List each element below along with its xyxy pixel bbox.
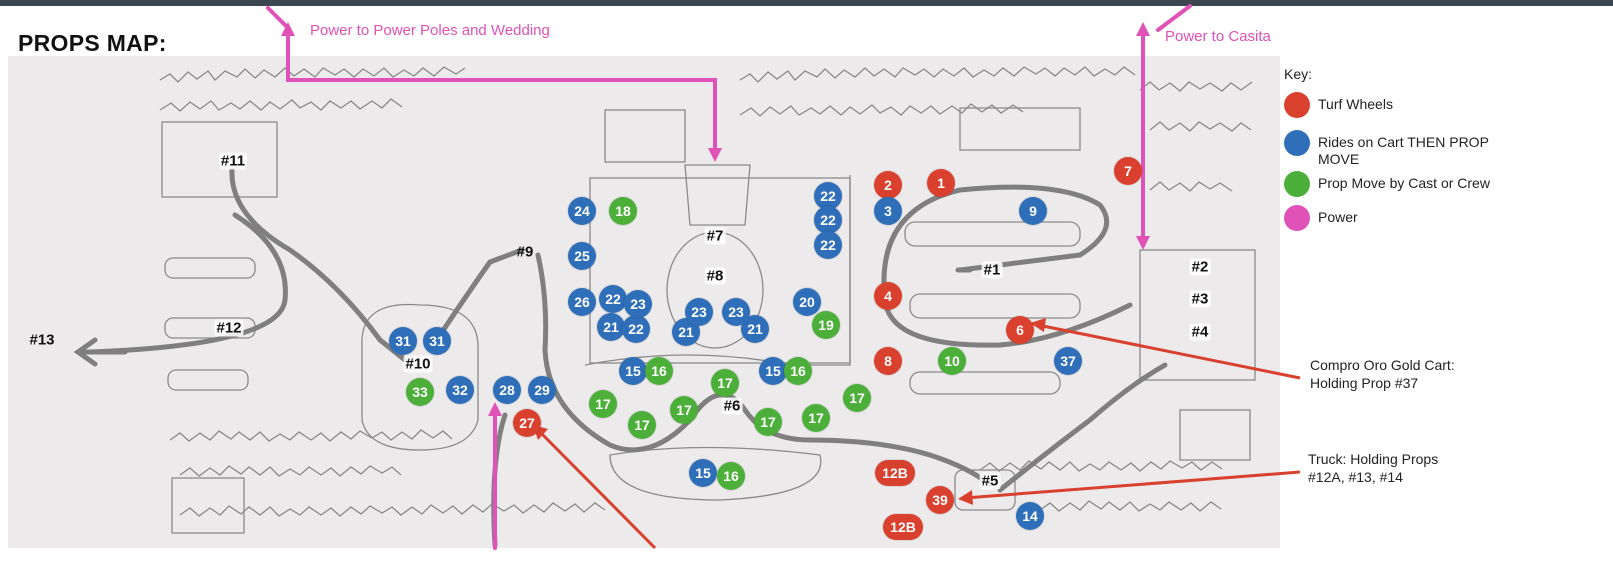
marker-blue-29: 29 (528, 376, 556, 404)
key-item-prop-move: Prop Move by Cast or Crew (1284, 171, 1578, 197)
marker-blue-28: 28 (493, 376, 521, 404)
marker-blue-23-b: 23 (685, 298, 713, 326)
key-item-power: Power (1284, 205, 1578, 231)
marker-green-16-c: 16 (717, 462, 745, 490)
location-label-7: #7 (704, 227, 726, 245)
power-label-left: Power to Power Poles and Wedding (310, 22, 550, 39)
marker-green-17-b: 17 (589, 390, 617, 418)
marker-blue-21-c: 21 (741, 315, 769, 343)
marker-blue-3: 3 (874, 197, 902, 225)
note-line: Truck: Holding Props (1308, 451, 1439, 467)
power-arrowheads (281, 22, 1150, 416)
page-title: PROPS MAP: (18, 30, 167, 56)
location-label-12: #12 (214, 319, 244, 337)
cart-path (77, 167, 1168, 548)
location-label-10: #10 (403, 355, 433, 373)
marker-red-27: 27 (513, 409, 541, 437)
red-dot-icon (1284, 92, 1310, 118)
location-label-11: #11 (218, 152, 248, 170)
blue-dot-icon (1284, 130, 1310, 156)
marker-green-16-b: 16 (784, 357, 812, 385)
marker-green-10: 10 (938, 347, 966, 375)
location-label-2: #2 (1189, 258, 1211, 276)
marker-blue-20: 20 (793, 288, 821, 316)
marker-green-18: 18 (609, 197, 637, 225)
key-title: Key: (1284, 66, 1313, 82)
marker-green-16-a: 16 (645, 357, 673, 385)
arrow-13-head (73, 337, 98, 367)
top-bar (0, 0, 1613, 6)
marker-blue-37: 37 (1054, 347, 1082, 375)
note-truck: Truck: Holding Props #12A, #13, #14 (1308, 450, 1438, 486)
marker-green-17-f: 17 (802, 404, 830, 432)
marker-red-2: 2 (874, 171, 902, 199)
marker-red-8: 8 (874, 347, 902, 375)
key-item-turf-wheels: Turf Wheels (1284, 92, 1578, 118)
location-label-8: #8 (704, 267, 726, 285)
note-line: Holding Prop #37 (1310, 375, 1419, 391)
marker-red-7: 7 (1114, 157, 1142, 185)
marker-blue-9: 9 (1019, 197, 1047, 225)
marker-red-4: 4 (874, 282, 902, 310)
marker-blue-25: 25 (568, 242, 596, 270)
marker-blue-31-b: 31 (423, 327, 451, 355)
location-label-5: #5 (979, 472, 1001, 490)
key-label: Turf Wheels (1318, 96, 1393, 112)
location-label-1: #1 (981, 261, 1003, 279)
marker-blue-24: 24 (568, 197, 596, 225)
key-label: Power (1318, 209, 1358, 225)
marker-red-12b-upper: 12B (875, 460, 915, 486)
note-arrows (538, 323, 1301, 550)
location-label-6: #6 (721, 397, 743, 415)
location-label-13: #13 (29, 331, 55, 349)
marker-red-1: 1 (927, 169, 955, 197)
marker-blue-23-c: 23 (722, 298, 750, 326)
power-lines (266, 4, 1192, 550)
key-item-rides-on-cart: Rides on Cart THEN PROP MOVE (1284, 130, 1493, 168)
key-label: Prop Move by Cast or Crew (1318, 175, 1490, 191)
marker-blue-15-c: 15 (689, 459, 717, 487)
marker-blue-26: 26 (568, 288, 596, 316)
pink-dot-icon (1284, 205, 1310, 231)
marker-red-12b-lower: 12B (883, 514, 923, 540)
key-label: Rides on Cart THEN PROP MOVE (1318, 134, 1489, 167)
note-line: Compro Oro Gold Cart: (1310, 357, 1455, 373)
marker-blue-14: 14 (1016, 502, 1044, 530)
marker-green-17-a: 17 (711, 369, 739, 397)
note-line: #12A, #13, #14 (1308, 469, 1403, 485)
marker-blue-23-a: 23 (624, 290, 652, 318)
note-compro-oro: Compro Oro Gold Cart: Holding Prop #37 (1310, 356, 1455, 392)
landscape-sketch (159, 66, 1256, 534)
marker-green-19: 19 (812, 311, 840, 339)
marker-red-39: 39 (926, 486, 954, 514)
marker-green-17-c: 17 (628, 411, 656, 439)
marker-red-6: 6 (1006, 316, 1034, 344)
marker-blue-22-d: 22 (622, 315, 650, 343)
marker-green-17-d: 17 (670, 396, 698, 424)
location-label-9: #9 (516, 243, 534, 261)
marker-blue-31-a: 31 (389, 327, 417, 355)
marker-blue-22-e: 22 (599, 285, 627, 313)
location-label-4: #4 (1189, 323, 1211, 341)
power-label-right: Power to Casita (1165, 28, 1271, 45)
green-dot-icon (1284, 171, 1310, 197)
marker-green-17-e: 17 (754, 408, 782, 436)
marker-blue-22-b: 22 (814, 206, 842, 234)
marker-blue-15-b: 15 (759, 357, 787, 385)
marker-blue-21-a: 21 (597, 313, 625, 341)
marker-blue-22-c: 22 (814, 231, 842, 259)
marker-blue-22-a: 22 (814, 182, 842, 210)
marker-blue-32: 32 (446, 376, 474, 404)
marker-green-17-g: 17 (843, 384, 871, 412)
marker-blue-15-a: 15 (619, 357, 647, 385)
marker-green-33: 33 (406, 378, 434, 406)
location-label-3: #3 (1189, 290, 1211, 308)
